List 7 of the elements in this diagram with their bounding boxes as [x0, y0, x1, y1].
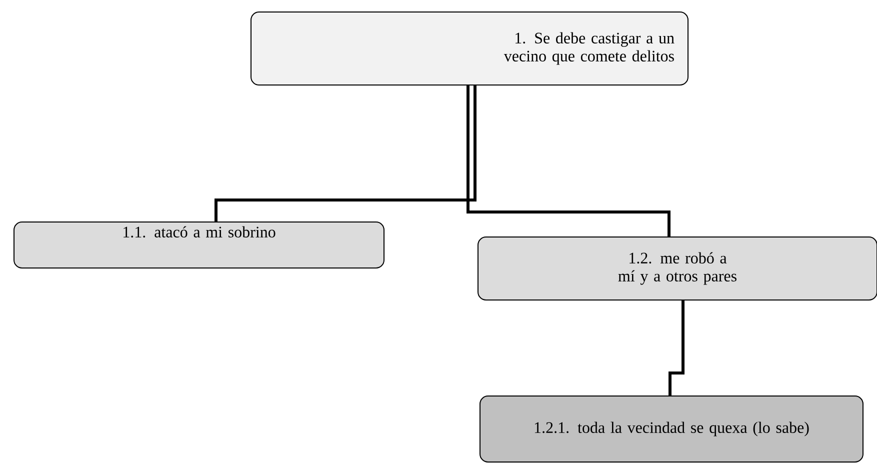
- process-box: 1.2.1. toda la vecindad se quexa (lo sabe): [480, 396, 864, 462]
- connector-line: [214, 85, 476, 222]
- process-box: 1.2. me robó a mí y a otros pares: [478, 236, 877, 300]
- process-box: 1. Se debe castigar a un vecino que comete delitos: [250, 12, 688, 86]
- process-box: 1.1. atacó a mi sobrino: [14, 222, 384, 268]
- connector-line: [668, 300, 684, 396]
- connector-line: [466, 85, 670, 237]
